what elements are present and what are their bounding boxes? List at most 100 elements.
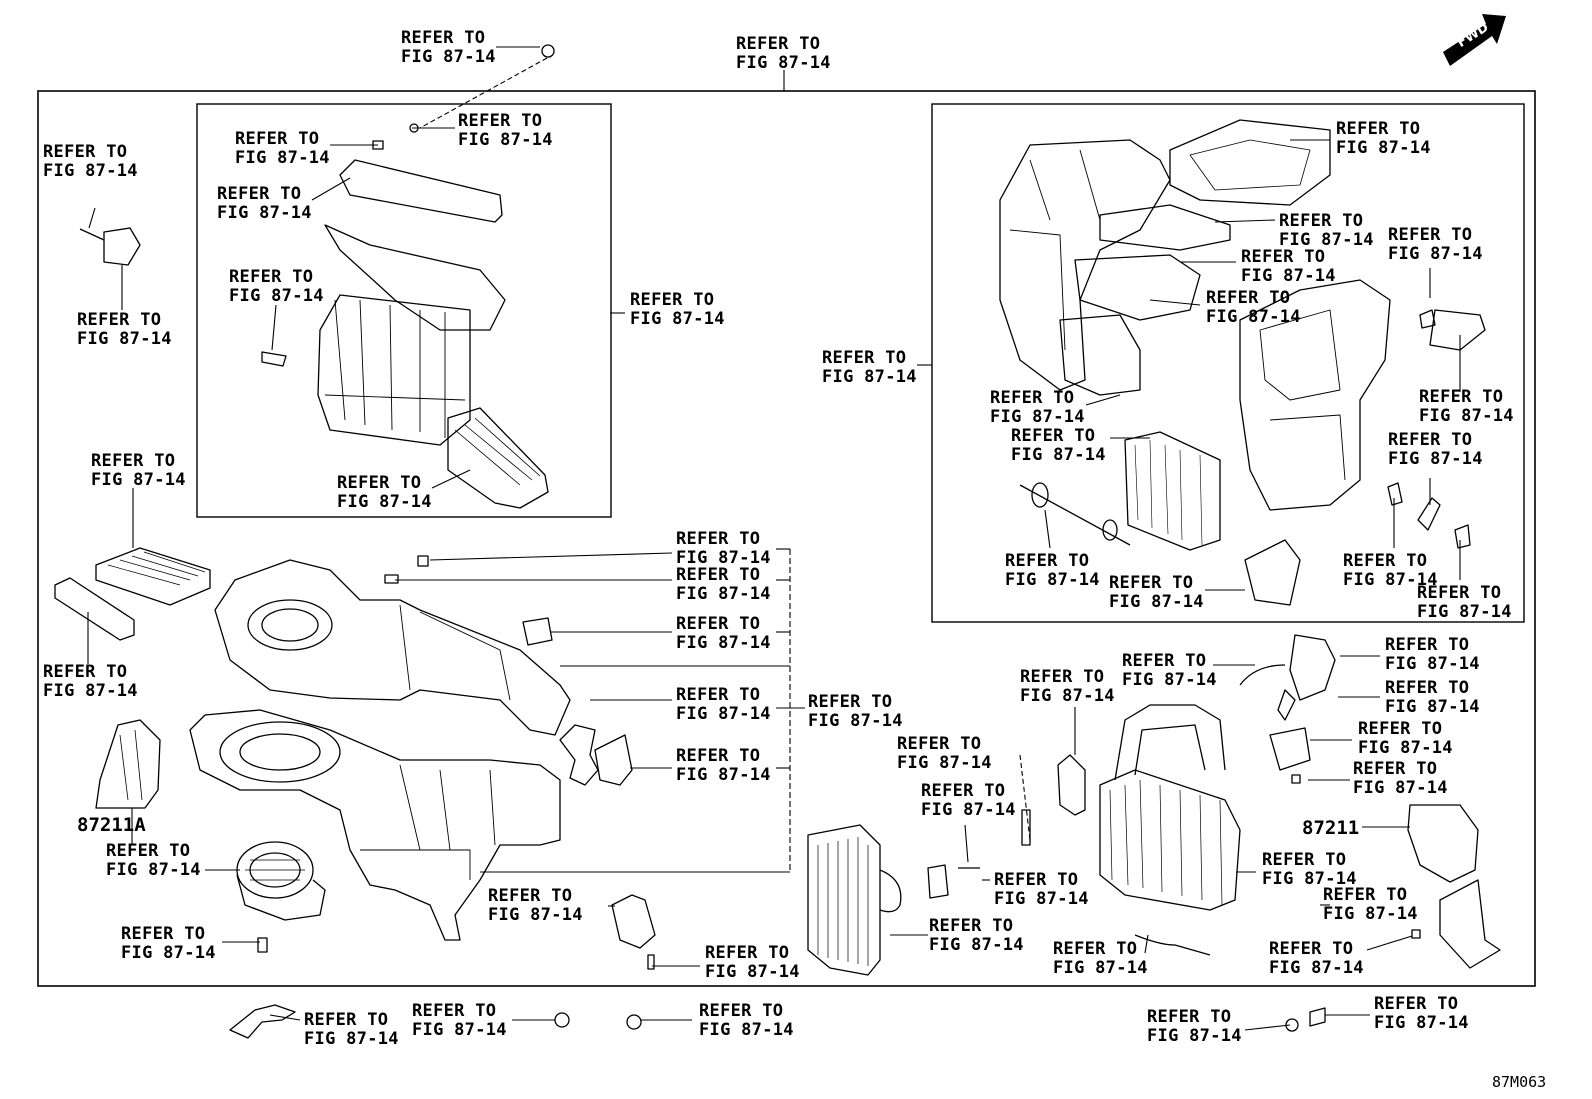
hose-icon (229, 1004, 296, 1039)
link-clip (1387, 482, 1403, 506)
screw-icon (372, 140, 384, 150)
link-arm (1417, 497, 1441, 531)
part-number-87211a: 87211A (77, 814, 146, 836)
heater-frame-top (1169, 119, 1331, 206)
blower-case-inset (196, 103, 612, 518)
sensor-clip (1021, 809, 1031, 846)
duct-87211a (95, 719, 161, 809)
nut-icon (541, 44, 555, 58)
air-mix-door (1074, 254, 1201, 321)
screw-icon (417, 555, 429, 567)
nut-icon (1285, 1018, 1299, 1032)
blower-housing-upper (214, 559, 571, 736)
oring-icon (1057, 754, 1086, 816)
clip-icon (261, 351, 287, 367)
bolt-icon (1309, 1007, 1326, 1027)
resistor-icon (611, 894, 656, 949)
figure-code: 87M063 (1492, 1073, 1547, 1091)
blower-case-lower (317, 294, 471, 446)
screw-icon (384, 574, 399, 584)
actuator-lever (1277, 689, 1296, 721)
heater-case-right (1239, 279, 1391, 511)
part-number-87211: 87211 (1302, 817, 1360, 839)
leader-lines (87, 46, 1461, 1031)
damper-icon (1244, 539, 1301, 606)
air-duct (447, 407, 549, 509)
pipe-icon (879, 869, 902, 913)
gasket-plate (522, 617, 553, 646)
seal-gasket (339, 159, 503, 223)
expansion-valve (927, 864, 949, 899)
screw-icon (647, 954, 655, 970)
servo-motor (103, 227, 141, 266)
link-small (1419, 309, 1436, 329)
actuator-motor (1269, 727, 1311, 771)
duct-87211 (1407, 804, 1479, 883)
heater-case-left (999, 139, 1171, 391)
filter-cover (54, 577, 135, 641)
evaporator (807, 824, 881, 976)
screw-icon (257, 937, 268, 953)
shaft-icon (1019, 484, 1131, 546)
evaporator-core (1124, 431, 1221, 551)
cabin-air-filter (95, 547, 211, 606)
outer-frame (37, 90, 1536, 987)
blower-motor (236, 874, 326, 921)
blower-housing-lower (189, 709, 561, 941)
heater-case-center (1059, 314, 1141, 396)
heater-core (1099, 769, 1241, 911)
link-pin (1454, 524, 1471, 549)
nut-icon (626, 1014, 642, 1030)
parts-art (54, 44, 1501, 1039)
blower-motor-fan (236, 841, 314, 899)
duct-lower (1439, 879, 1501, 969)
connector-bracket (594, 734, 633, 786)
